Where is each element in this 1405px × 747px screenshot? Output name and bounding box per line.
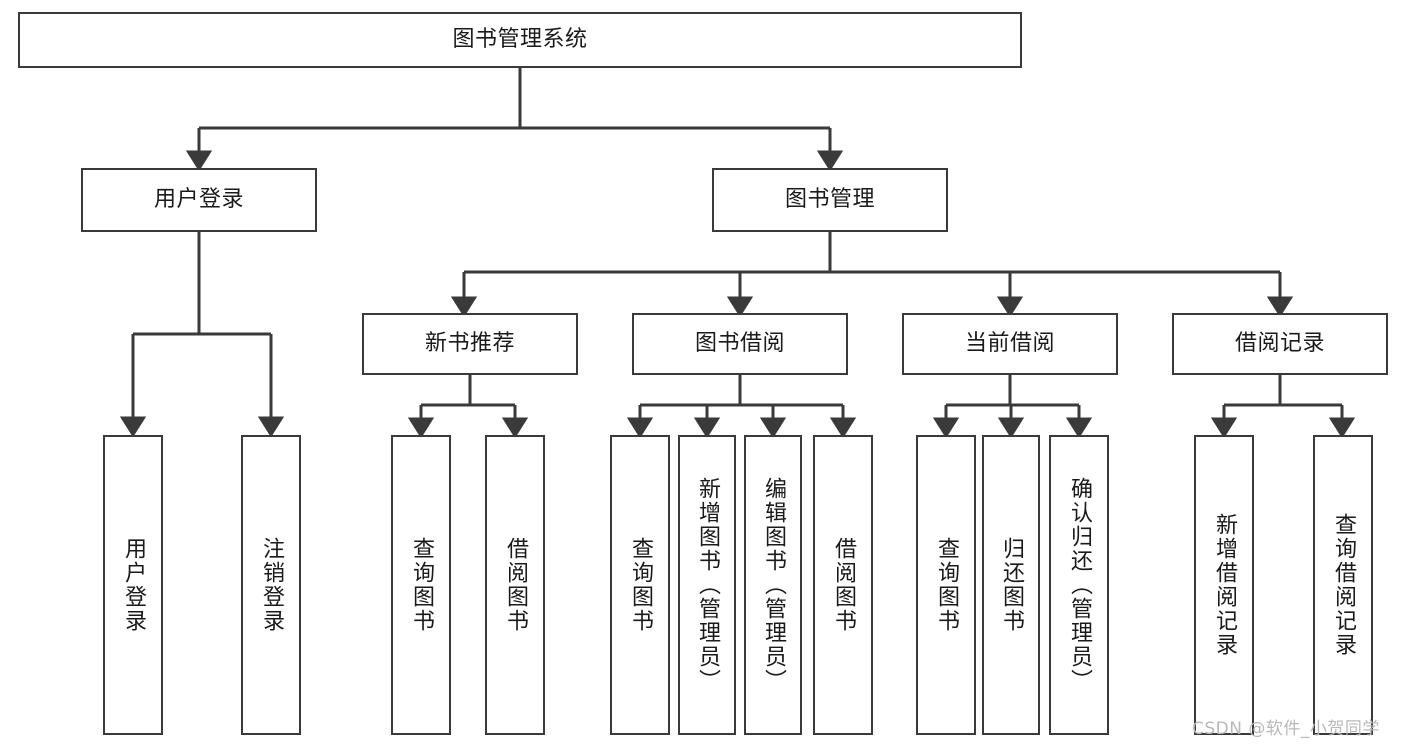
- node-label: 新增借阅记录: [1212, 513, 1237, 657]
- leaf-borrow-record-query-record[interactable]: 查询借阅记录: [1313, 435, 1373, 735]
- node-label: 新书推荐: [424, 331, 515, 357]
- node-label: 用户登录: [153, 187, 244, 213]
- node-label: 确认归还（管理员）: [1067, 477, 1092, 693]
- node-root-book-management-system[interactable]: 图书管理系统: [18, 12, 1022, 68]
- leaf-user-login-logout[interactable]: 注销登录: [241, 435, 301, 735]
- node-label: 查询图书: [409, 537, 434, 633]
- node-current-borrow[interactable]: 当前借阅: [902, 313, 1118, 375]
- node-label: 查询图书: [934, 537, 959, 633]
- node-new-book-recommend[interactable]: 新书推荐: [362, 313, 578, 375]
- csdn-watermark: CSDN @软件_小贺同学: [1192, 719, 1380, 739]
- leaf-book-borrow-edit-book-admin[interactable]: 编辑图书（管理员）: [744, 435, 802, 735]
- node-borrow-record[interactable]: 借阅记录: [1172, 313, 1388, 375]
- node-book-management[interactable]: 图书管理: [712, 168, 948, 232]
- node-label: 归还图书: [999, 537, 1024, 633]
- leaf-new-book-query-book[interactable]: 查询图书: [391, 435, 451, 735]
- node-label: 查询借阅记录: [1331, 513, 1356, 657]
- leaf-current-borrow-return-book[interactable]: 归还图书: [982, 435, 1040, 735]
- node-label: 图书管理系统: [452, 27, 588, 53]
- leaf-current-borrow-query-book[interactable]: 查询图书: [916, 435, 976, 735]
- node-book-borrow[interactable]: 图书借阅: [632, 313, 848, 375]
- leaf-current-borrow-confirm-return-admin[interactable]: 确认归还（管理员）: [1049, 435, 1109, 735]
- leaf-user-login-login[interactable]: 用户登录: [103, 435, 163, 735]
- node-label: 当前借阅: [964, 331, 1055, 357]
- leaf-borrow-record-add-record[interactable]: 新增借阅记录: [1194, 435, 1254, 735]
- node-label: 注销登录: [259, 537, 284, 633]
- node-label: 图书借阅: [694, 331, 785, 357]
- node-label: 新增图书（管理员）: [695, 477, 720, 693]
- node-user-login[interactable]: 用户登录: [81, 168, 317, 232]
- node-label: 用户登录: [121, 537, 146, 633]
- node-label: 借阅记录: [1234, 331, 1325, 357]
- leaf-book-borrow-borrow-book[interactable]: 借阅图书: [813, 435, 873, 735]
- leaf-book-borrow-add-book-admin[interactable]: 新增图书（管理员）: [678, 435, 736, 735]
- node-label: 查询图书: [628, 537, 653, 633]
- node-label: 借阅图书: [503, 537, 528, 633]
- leaf-book-borrow-query-book[interactable]: 查询图书: [610, 435, 670, 735]
- node-label: 借阅图书: [831, 537, 856, 633]
- leaf-new-book-borrow-book[interactable]: 借阅图书: [485, 435, 545, 735]
- node-label: 编辑图书（管理员）: [761, 477, 786, 693]
- node-label: 图书管理: [784, 187, 875, 213]
